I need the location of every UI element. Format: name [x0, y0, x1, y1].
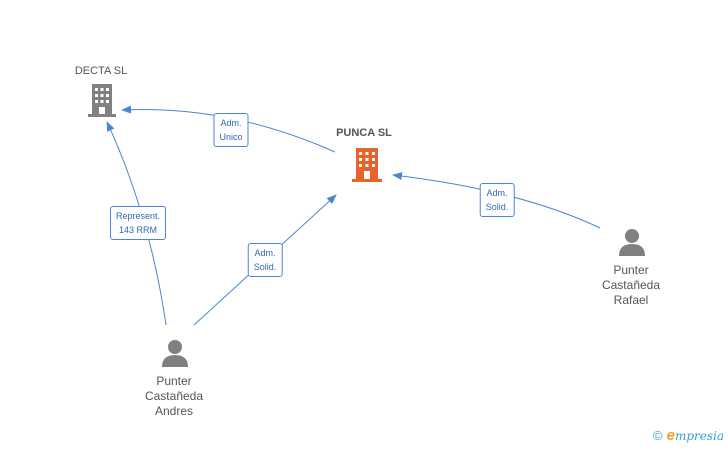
person-icon[interactable] [619, 229, 645, 256]
brand-logo-text: mpresia [674, 429, 724, 443]
edge-label-line: Adm. [220, 118, 242, 128]
brand-footer: ©empresia [653, 427, 724, 444]
person-label-rafael[interactable]: Punter Castañeda Rafael [586, 263, 676, 308]
edge-label-line: Solid. [485, 202, 509, 212]
edge-label-adm-unico: Adm. Unico [213, 113, 249, 147]
edge-label-line: Represent. [115, 211, 161, 221]
person-name-line: Rafael [613, 293, 649, 307]
edge-label-line: 143 RRM [118, 225, 157, 235]
person-label-andres[interactable]: Punter Castañeda Andres [129, 374, 219, 419]
company-label-decta[interactable]: DECTA SL [74, 65, 128, 77]
brand-logo-initial: e [666, 427, 675, 444]
building-icon[interactable] [352, 148, 382, 182]
edge-label-line: Unico [219, 132, 243, 142]
edge-label-adm-solid-andres: Adm. Solid. [247, 243, 283, 277]
person-name-line: Punter [613, 263, 649, 277]
edge-label-line: Adm. [254, 248, 276, 258]
person-name-line: Andres [154, 404, 194, 418]
company-label-punca[interactable]: PUNCA SL [336, 127, 392, 139]
edge-label-adm-solid-rafael: Adm. Solid. [479, 183, 515, 217]
person-name-line: Punter [156, 374, 192, 388]
edge-label-represent: Represent. 143 RRM [109, 206, 167, 240]
edge-label-line: Solid. [253, 262, 277, 272]
person-name-line: Castañeda [144, 389, 204, 403]
building-icon[interactable] [88, 84, 116, 117]
edge-label-line: Adm. [486, 188, 508, 198]
copyright-symbol: © [653, 428, 663, 443]
person-icon[interactable] [162, 340, 188, 367]
person-name-line: Castañeda [601, 278, 661, 292]
